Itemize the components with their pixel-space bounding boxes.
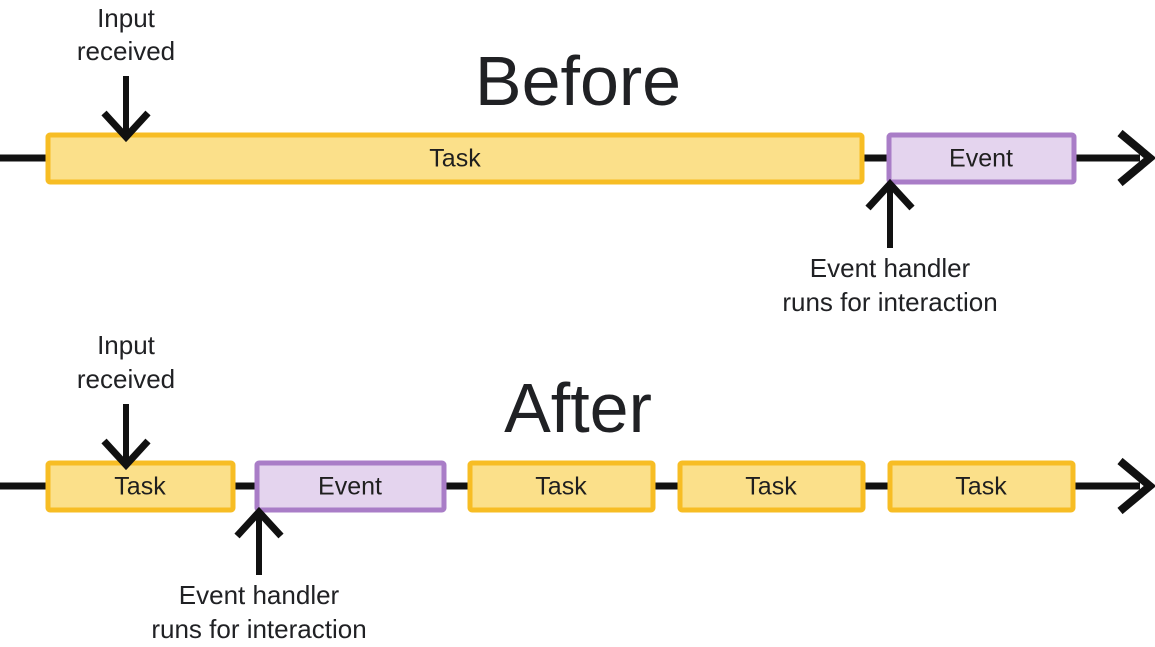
after-task-block-2: Task: [467, 460, 656, 513]
after-event-handler-annotation: Event handler runs for interaction: [151, 506, 367, 644]
after-event-handler-line-1: Event handler: [179, 580, 340, 610]
after-task-block-3-label: Task: [745, 473, 797, 501]
after-task-block-4: Task: [887, 460, 1076, 513]
after-input-received-arrow-head-icon: [101, 438, 151, 471]
after-task-block-1-rect: [45, 460, 236, 513]
after-row: Task Event Task Task Task Input re: [0, 330, 1155, 644]
after-input-received-line-2: received: [77, 364, 175, 394]
after-task-block-1-label: Task: [114, 473, 166, 501]
input-received-annotation: Input received: [77, 3, 175, 143]
timeline-arrow-head-icon: [1117, 129, 1155, 187]
event-handler-annotation: Event handler runs for interaction: [782, 178, 998, 317]
after-event-block-rect: [254, 460, 447, 513]
after-event-block-label: Event: [318, 473, 382, 501]
task-block-rect: [45, 132, 865, 185]
after-event-handler-line-2: runs for interaction: [151, 614, 366, 644]
after-task-block-4-label: Task: [955, 473, 1007, 501]
after-input-received-annotation: Input received: [77, 330, 175, 471]
after-task-block-3-rect: [677, 460, 866, 513]
event-handler-line-1: Event handler: [810, 253, 971, 283]
event-block-label: Event: [949, 145, 1013, 173]
after-task-block-3: Task: [677, 460, 866, 513]
after-task-block-1: Task: [45, 460, 236, 513]
event-block: Event: [886, 132, 1077, 185]
event-block-rect: [886, 132, 1077, 185]
after-task-block-2-rect: [467, 460, 656, 513]
event-handler-line-2: runs for interaction: [782, 287, 997, 317]
after-task-block-2-label: Task: [535, 473, 587, 501]
task-block-label: Task: [429, 145, 481, 173]
before-title: Before: [475, 42, 681, 120]
input-received-arrow-head-icon: [101, 110, 151, 143]
after-event-handler-arrow-head-icon: [234, 506, 284, 539]
task-block: Task: [45, 132, 865, 185]
input-received-line-2: received: [77, 36, 175, 66]
before-row: Task Event Input received Event handler …: [0, 3, 1155, 317]
after-input-received-line-1: Input: [97, 330, 156, 360]
input-received-line-1: Input: [97, 3, 156, 33]
after-event-block: Event: [254, 460, 447, 513]
after-timeline-arrow-head-icon: [1117, 457, 1155, 515]
event-handler-arrow-head-icon: [865, 178, 915, 211]
after-task-block-4-rect: [887, 460, 1076, 513]
after-title: After: [504, 369, 652, 447]
